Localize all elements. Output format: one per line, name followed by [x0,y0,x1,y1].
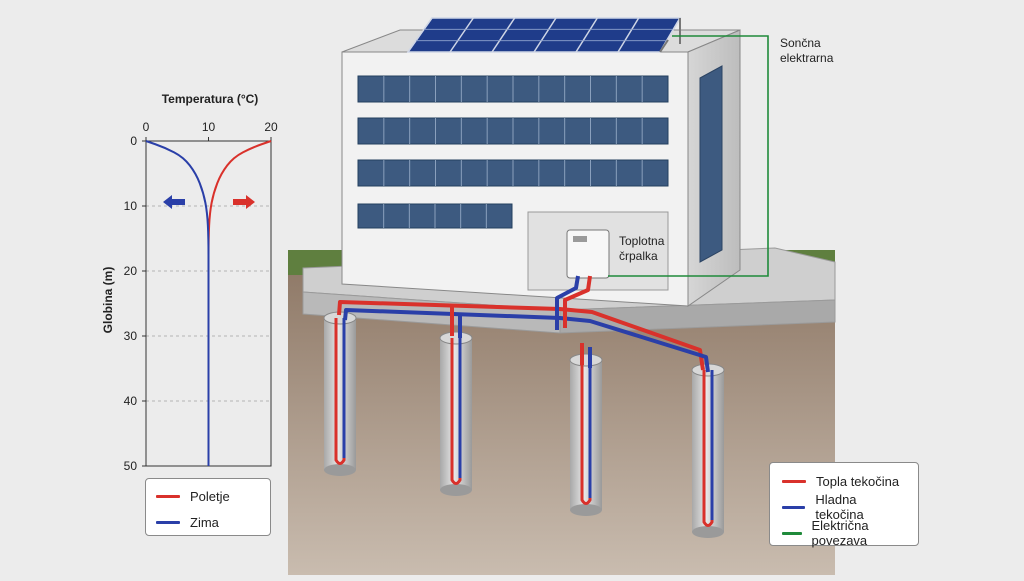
y-tick-label: 30 [124,329,138,343]
borehole-warm-loop [334,318,346,465]
heat-pump-label-line2: črpalka [619,249,658,263]
borehole-top [439,331,473,345]
legend-item-cold: Hladna tekočina [782,492,906,522]
solar-label-group: Sončna elektrarna [780,36,834,65]
solar-panel-divider [449,17,474,53]
cold-swatch [782,505,806,509]
legend-summer-label: Poletje [190,488,230,504]
x-tick-label: 10 [202,120,216,134]
solar-label-line1: Sončna [780,36,821,50]
borehole-warm-loop [450,338,462,485]
window-bands [357,75,669,229]
solar-panel-divider [491,17,516,53]
legend-item-warm: Topla tekočina [782,468,906,494]
borehole-warm-loop [580,360,592,505]
borehole-3 [569,353,603,516]
cold-pipe-riser [555,275,580,330]
y-tick-label: 40 [124,394,138,408]
x-tick-label: 20 [264,120,278,134]
solar-panel-divider [407,17,433,53]
chart-x-ticks: 0 10 20 [143,120,278,141]
borehole-shaft [692,370,724,532]
borehole-shaft [324,318,356,470]
solar-mount [659,39,669,53]
solar-panel-divider [575,17,598,53]
y-tick-label: 10 [124,199,138,213]
borehole-shaft [440,338,472,490]
solar-panel-frame [406,17,682,53]
chart-legend: Poletje Zima [145,478,271,536]
summer-swatch [156,494,180,498]
solar-label-line2: elektrarna [780,51,834,65]
y-tick-label: 50 [124,459,138,473]
pipe-legend: Topla tekočina Hladna tekočina Električn… [769,462,919,548]
series-line-summer [207,140,272,466]
electric-connection-line [608,35,769,277]
borehole-1 [323,311,357,476]
chart-series [145,140,272,466]
chart-ylabel: Globina (m) [101,267,115,334]
y-tick-label: 0 [130,134,137,148]
solar-panel-divider [617,17,640,53]
legend-item-electric: Električna povezava [782,518,906,548]
heat-pump-label-line1: Toplotna [619,234,665,248]
legend-item-summer: Poletje [156,483,260,509]
legend-electric-label: Električna povezava [811,518,869,548]
borehole-top [569,353,603,367]
electric-swatch [782,531,802,535]
borehole-bottom [570,504,602,516]
borehole-bottom [324,464,356,476]
legend-cold-label: Hladna tekočina [815,492,864,522]
borehole-shaft [570,360,602,510]
warm-pipe-riser [563,275,592,328]
borehole-bottom [440,484,472,496]
borehole-2 [439,331,473,496]
arrow-left-icon [163,195,185,209]
borehole-4 [691,363,725,538]
legend-warm-label: Topla tekočina [816,473,900,489]
temperature-depth-chart: Temperatura (°C) Globina (m) 0 10 20 0 10 20… [101,92,278,473]
chart-title: Temperatura (°C) [162,92,259,106]
legend-winter-label: Zima [190,514,219,530]
side-window-strip [699,65,723,263]
heat-pump-unit [566,229,610,279]
boreholes [323,311,725,538]
chart-y-ticks: 0 10 20 30 40 50 [124,134,146,473]
cold-pipe-header [343,308,710,373]
arrow-right-icon [233,195,255,209]
building: Toplotna črpalka [341,29,741,307]
winter-swatch [156,520,180,524]
warm-swatch [782,479,806,483]
borehole-warm-loop [702,370,714,527]
y-tick-label: 20 [124,264,138,278]
legend-item-winter: Zima [156,509,260,535]
borehole-bottom [692,526,724,538]
x-tick-label: 0 [143,120,150,134]
solar-panel-array [406,17,682,53]
solar-panel-divider [533,17,557,53]
series-line-winter [145,140,210,466]
pipe-network [337,275,710,373]
